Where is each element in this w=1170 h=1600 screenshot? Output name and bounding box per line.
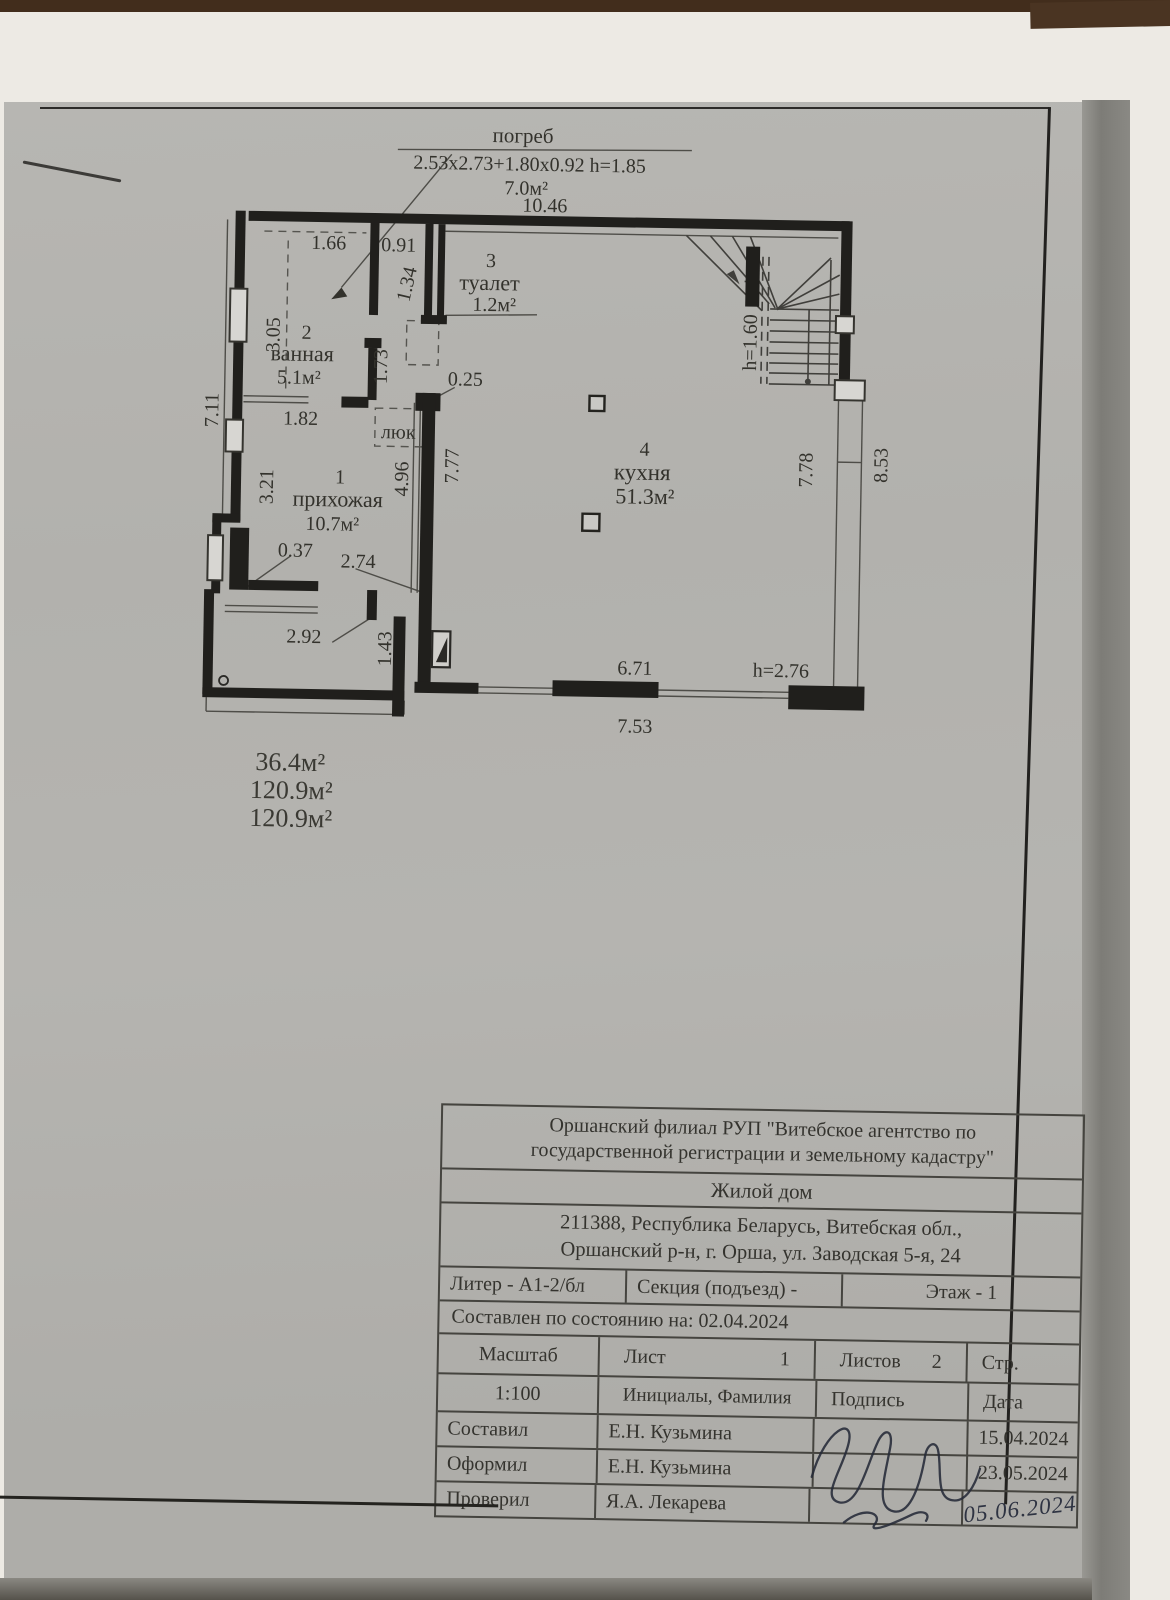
dim-top-width: 10.46 bbox=[522, 195, 567, 218]
dim-853: 8.53 bbox=[870, 448, 893, 483]
frame-top-line bbox=[40, 107, 1048, 109]
room-1-area: 10.7м² bbox=[305, 513, 359, 536]
dim-321: 3.21 bbox=[256, 469, 279, 504]
address-line2: Оршанский р-н, г. Орша, ул. Заводская 5-… bbox=[560, 1238, 961, 1268]
address: 211388, Республика Беларусь, Витебская о… bbox=[440, 1201, 1082, 1277]
handwritten-date: 05.06.2024 bbox=[961, 1490, 1078, 1527]
row-signature bbox=[812, 1418, 967, 1455]
section: Секция (подъезд) - bbox=[624, 1270, 842, 1307]
dim-778: 7.78 bbox=[795, 452, 818, 487]
sheet-value: 1 bbox=[779, 1347, 790, 1370]
dim-671: 6.71 bbox=[617, 657, 652, 680]
row-name: Е.Н. Кузьмина bbox=[595, 1450, 813, 1487]
room-4-name: кухня bbox=[614, 459, 672, 485]
liter: Литер - А1-2/бл bbox=[449, 1271, 586, 1297]
dim-143: 1.43 bbox=[374, 631, 397, 666]
dim-037: 0.37 bbox=[278, 539, 313, 562]
walls bbox=[202, 210, 865, 717]
dim-h276: h=2.76 bbox=[752, 660, 809, 683]
row-date-handwritten: 05.06.2024 bbox=[960, 1490, 1078, 1527]
row-role: Составил bbox=[447, 1417, 529, 1441]
staircase bbox=[685, 234, 841, 386]
area-line: 120.9м² bbox=[249, 802, 333, 834]
cellar-arrowhead bbox=[331, 287, 348, 300]
row-role: Проверил bbox=[446, 1487, 530, 1511]
date-header: Дата bbox=[966, 1383, 1079, 1422]
stove-symbol-2 bbox=[581, 512, 601, 533]
room-1-name: прихожая bbox=[292, 486, 383, 513]
scale-label: Масштаб bbox=[478, 1342, 559, 1366]
floor: Этаж - 1 bbox=[840, 1274, 1081, 1311]
cellar-name: погреб bbox=[492, 123, 553, 148]
row-name: Я.А. Лекарева bbox=[593, 1485, 809, 1522]
scan-region bbox=[4, 102, 1082, 1600]
dim-134: 1.34 bbox=[393, 265, 422, 304]
sign-header: Подпись bbox=[814, 1380, 968, 1420]
row-date: 23.05.2024 bbox=[965, 1456, 1078, 1492]
dim-091: 0.91 bbox=[381, 234, 416, 257]
plan-labels: погреб 2.53x2.73+1.80x0.92 h=1.85 7.0м² … bbox=[201, 123, 893, 738]
dim-292: 2.92 bbox=[286, 626, 321, 649]
room-3-name: туалет bbox=[459, 270, 520, 296]
sheets-label: Листов bbox=[839, 1348, 902, 1372]
organization: Оршанский филиал РУП "Витебское агентств… bbox=[442, 1105, 1083, 1178]
row-date: 15.04.2024 bbox=[966, 1421, 1078, 1457]
name-header: Инициалы, Фамилия bbox=[596, 1377, 816, 1417]
row-signature bbox=[811, 1453, 967, 1490]
dim-753: 7.53 bbox=[617, 715, 652, 738]
windows bbox=[206, 287, 866, 582]
room-4-area: 51.3м² bbox=[615, 483, 675, 509]
title-block: Оршанский филиал РУП "Витебское агентств… bbox=[433, 1103, 1086, 1529]
room-2-area: 5.1м² bbox=[277, 366, 321, 389]
sheets-cell: Листов 2 bbox=[813, 1340, 967, 1382]
sheet-label: Лист bbox=[623, 1345, 666, 1368]
room-2-number: 2 bbox=[301, 322, 311, 344]
page-edge-shadow bbox=[1082, 100, 1130, 1600]
dim-305: 3.05 bbox=[262, 317, 285, 352]
dim-711: 7.11 bbox=[201, 393, 224, 428]
background-strip bbox=[0, 0, 1170, 12]
room-1-number: 1 bbox=[335, 466, 345, 488]
dim-777: 7.77 bbox=[441, 448, 464, 483]
dim-274: 2.74 bbox=[340, 550, 375, 573]
scale-value: 1:100 bbox=[494, 1381, 541, 1405]
label-hatch: люк bbox=[381, 421, 416, 444]
dim-496: 4.96 bbox=[391, 461, 414, 496]
photo-bottom-edge bbox=[0, 1578, 1092, 1600]
post-symbol bbox=[218, 675, 229, 686]
dim-182: 1.82 bbox=[283, 407, 318, 430]
room-4-number: 4 bbox=[639, 439, 649, 461]
room-2-name: ванная bbox=[270, 340, 334, 366]
row-name: Е.Н. Кузьмина bbox=[596, 1415, 813, 1452]
row-role: Оформил bbox=[446, 1452, 528, 1476]
dim-173: 1.73 bbox=[370, 349, 393, 384]
sheets-value: 2 bbox=[931, 1350, 942, 1373]
cellar-area: 7.0м² bbox=[504, 177, 548, 200]
room-3-number: 3 bbox=[486, 250, 496, 272]
sheet-cell: Лист 1 bbox=[597, 1337, 815, 1379]
area-line: 120.9м² bbox=[249, 774, 333, 806]
room-3-area: 1.2м² bbox=[472, 294, 516, 317]
dim-025: 0.25 bbox=[448, 368, 483, 391]
page-label: Стр. bbox=[965, 1343, 1080, 1384]
door-symbol bbox=[218, 287, 606, 686]
row-signature bbox=[807, 1488, 962, 1525]
areas-summary: 36.4м² 120.9м² 120.9м² bbox=[202, 747, 333, 833]
cellar-dims: 2.53x2.73+1.80x0.92 h=1.85 bbox=[413, 152, 646, 178]
dim-h160: h=1.60 bbox=[739, 314, 762, 371]
area-line: 36.4м² bbox=[255, 747, 326, 778]
dim-166: 1.66 bbox=[311, 232, 346, 255]
stove-symbol-1 bbox=[588, 394, 606, 413]
